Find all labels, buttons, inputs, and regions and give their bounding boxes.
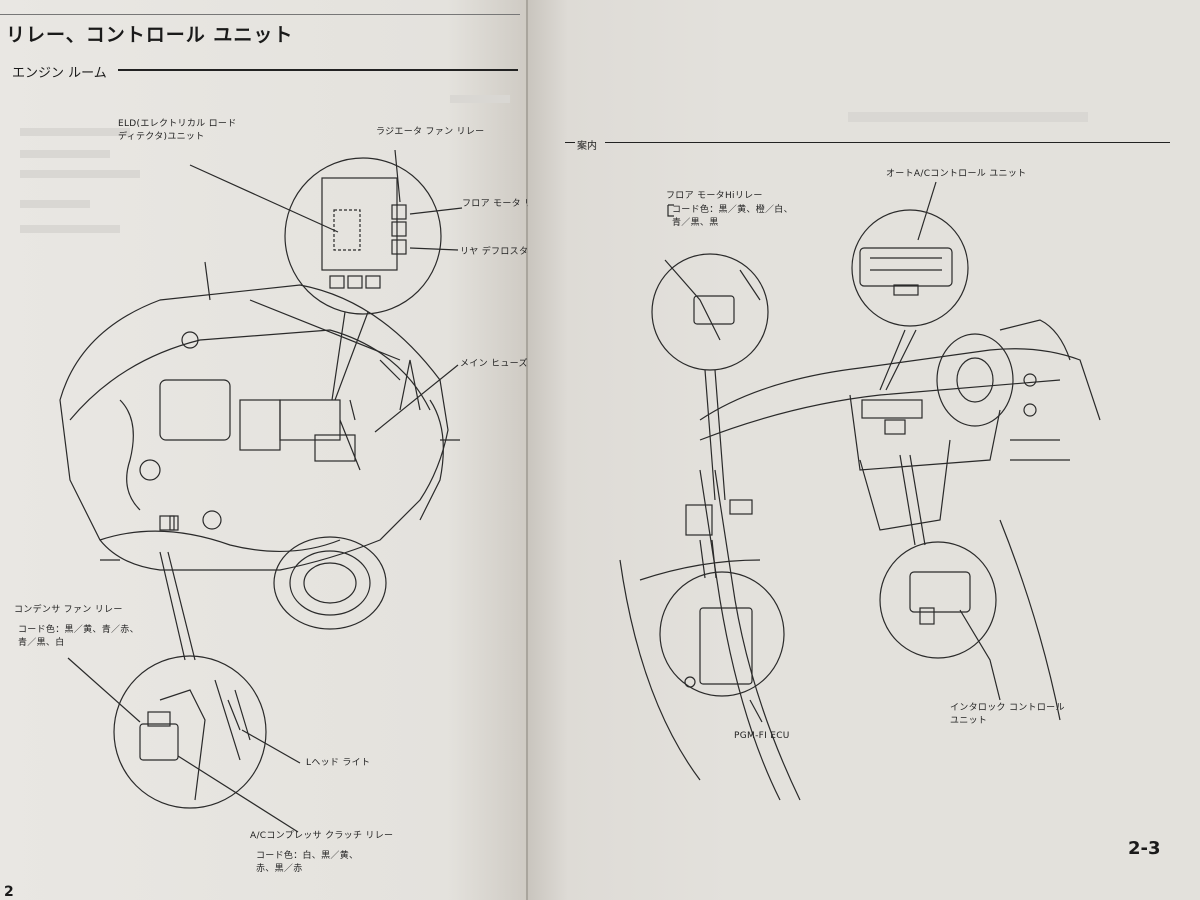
auto-ac-detail-circle <box>851 181 969 391</box>
right-page <box>528 0 1200 900</box>
eld-detail-circle <box>189 149 463 433</box>
subtitle-rule <box>118 69 518 71</box>
bleed-through-text <box>20 150 110 158</box>
relay-detail-circle <box>67 551 301 833</box>
interlock-control-unit-label: インタロック コントロール ユニット <box>950 703 1065 726</box>
floor-relay-detail-circle <box>651 204 769 501</box>
floor-motor-hi-relay-codes: コード色：黒／黄、橙／白、 青／黒、黒 <box>672 205 793 228</box>
condenser-fan-relay-label: コンデンサ ファン リレー <box>14 605 123 615</box>
floor-motor-hi-relay-label: フロア モータHiリレー <box>666 191 763 201</box>
bleed-through-text <box>20 225 120 233</box>
pgm-fi-ecu-label: PGM-FI ECU <box>734 731 790 741</box>
condenser-codes-label: コード色：黒／黄、青／赤、 青／黒、白 <box>18 625 139 648</box>
auto-ac-control-unit-label: オートA/Cコントロール ユニット <box>886 169 1027 179</box>
radiator-fan-relay-label: ラジエータ ファン リレー <box>376 127 485 137</box>
dashboard-illustration <box>619 319 1101 801</box>
right-page-number: 2-3 <box>1128 838 1161 859</box>
section-rule <box>565 142 575 143</box>
bleed-through-text <box>20 200 90 208</box>
ecu-detail-circle <box>659 539 785 723</box>
section-rule <box>605 142 1170 143</box>
ac-clutch-relay-label: A/Cコンプレッサ クラッチ リレー <box>250 831 394 841</box>
section-subtitle: エンジン ルーム <box>12 66 107 81</box>
bleed-through-text <box>20 128 130 136</box>
bleed-through-text <box>1048 112 1088 122</box>
eld-unit-label: ELD(エレクトリカル ロード ディテクタ)ユニット <box>118 119 237 142</box>
car-front-illustration <box>59 261 460 630</box>
interlock-detail-circle <box>879 454 1001 701</box>
title-rule <box>0 14 520 15</box>
headlight-label: Lヘッド ライト <box>306 758 371 768</box>
bleed-through-text <box>20 170 140 178</box>
ac-codes-label: コード色：白、黒／黄、 赤、黒／赤 <box>256 851 359 874</box>
bleed-through-text <box>450 95 510 103</box>
section-heading: 案内 <box>577 141 597 152</box>
left-page-number: 2 <box>4 884 14 900</box>
bleed-through-text <box>848 112 1048 122</box>
rear-defroster-relay-label: リヤ デフロスタ <box>460 247 529 257</box>
page-title: リレー、コントロール ユニット <box>6 24 294 46</box>
